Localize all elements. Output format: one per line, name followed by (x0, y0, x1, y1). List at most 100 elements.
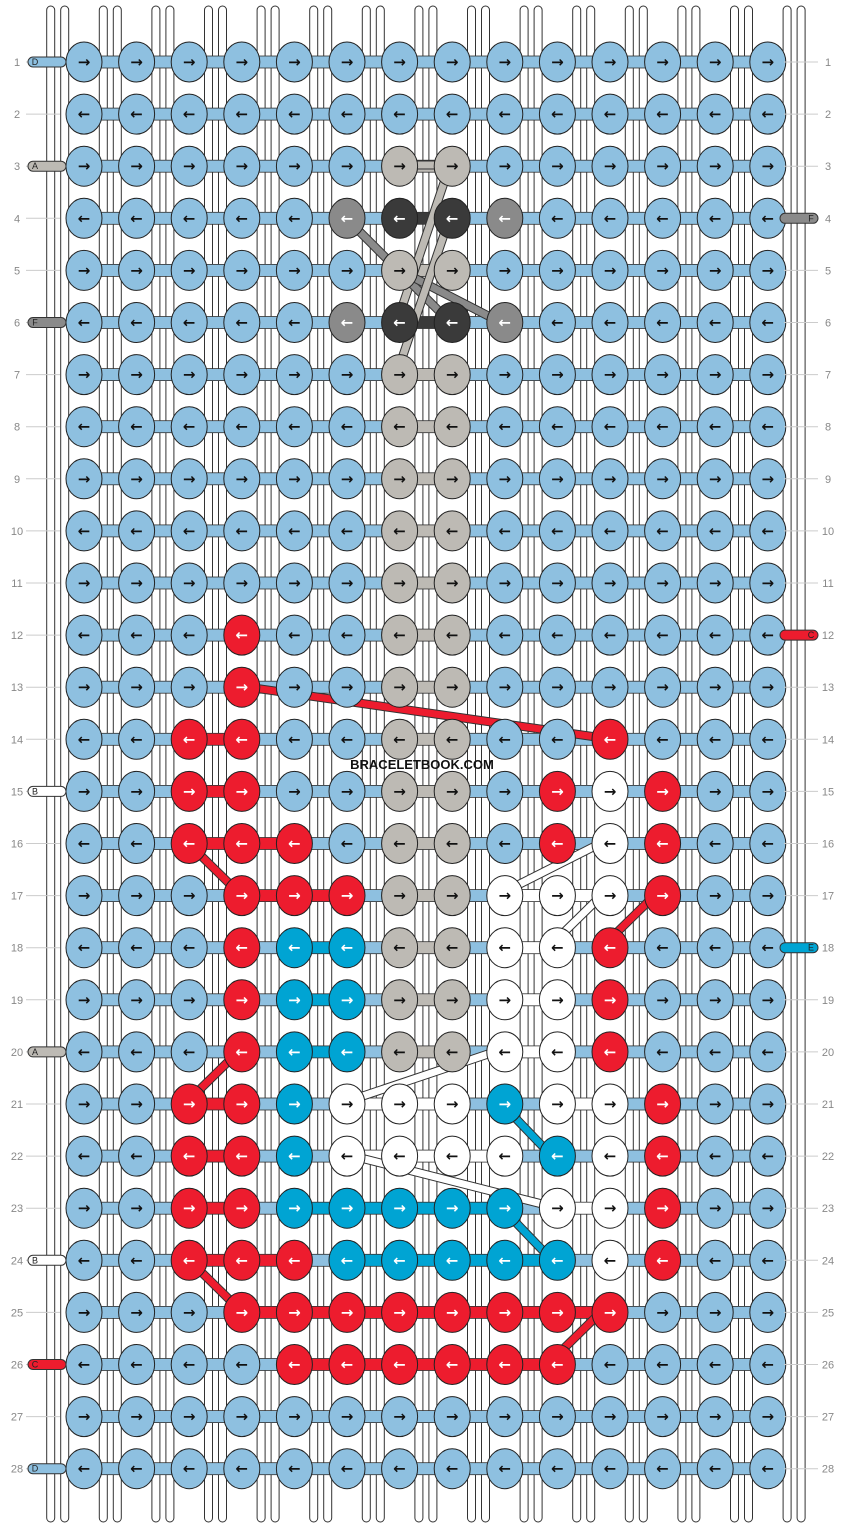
knot: → (275, 979, 313, 1021)
knot-oval (118, 823, 156, 864)
knot-arrow-icon: → (604, 782, 617, 800)
knot-arrow-icon: ← (341, 209, 354, 227)
knot: → (381, 875, 419, 917)
knot-oval (696, 1187, 734, 1229)
knot: → (170, 875, 208, 917)
knot-arrow-icon: ← (341, 730, 354, 748)
vertical-string (256, 5, 266, 1523)
knot-oval (170, 614, 208, 656)
row-number-right: 11 (822, 578, 833, 590)
knot: → (538, 458, 576, 500)
knot-oval (275, 1187, 313, 1229)
knot-oval (65, 927, 103, 969)
knot-arrow-icon: → (604, 991, 617, 1009)
knot-arrow-icon: ← (183, 626, 196, 644)
knot-arrow-icon: ← (656, 522, 669, 540)
knot: ← (644, 1448, 682, 1490)
knot: → (381, 562, 419, 604)
knot-oval (644, 197, 682, 239)
knot-arrow-icon: ← (551, 1251, 564, 1269)
knot-oval (696, 979, 734, 1021)
knot-arrow-icon: → (709, 157, 722, 175)
knot-arrow-icon: ← (236, 418, 249, 436)
knot-arrow-icon: → (656, 366, 669, 384)
knot: ← (486, 93, 524, 135)
knot-arrow-icon: ← (762, 730, 775, 748)
knot: ← (381, 406, 419, 448)
knot-oval (118, 927, 156, 969)
knot-oval (170, 1031, 208, 1073)
knot-oval (65, 979, 103, 1021)
knot-oval (223, 1187, 261, 1229)
knot: ← (538, 1031, 576, 1073)
knot-oval (223, 1239, 261, 1281)
knot-arrow-icon: ← (183, 835, 196, 853)
knot: ← (433, 614, 471, 656)
knot-arrow-icon: ← (130, 209, 143, 227)
knot-oval (538, 718, 576, 760)
row-number-right: 12 (822, 630, 834, 642)
knot-oval (644, 1396, 682, 1438)
knot: → (749, 1083, 787, 1125)
vertical-string (730, 5, 739, 1523)
knot-arrow-icon: ← (288, 1147, 301, 1165)
knot-arrow-icon: ← (130, 939, 143, 957)
knot-oval (328, 145, 366, 187)
knot-oval (644, 718, 682, 760)
vertical-string (572, 5, 582, 1523)
knot: → (275, 41, 313, 83)
knot-arrow-icon: → (130, 574, 143, 592)
knot-oval (275, 354, 313, 396)
knot: → (170, 1291, 208, 1333)
knot: ← (433, 823, 471, 864)
knot: ← (381, 718, 419, 760)
knot-oval (433, 41, 471, 83)
thread-end-letter: B (32, 786, 38, 796)
knot: ← (275, 718, 313, 760)
knot: ← (275, 197, 313, 239)
knot: → (65, 562, 103, 604)
row-number-left: 21 (11, 1099, 23, 1111)
knot: → (275, 875, 313, 917)
knot-arrow-icon: → (446, 1095, 459, 1113)
knot-arrow-icon: ← (236, 314, 249, 332)
knot-oval (328, 666, 366, 708)
knot: → (591, 458, 629, 500)
knot-oval (65, 249, 103, 291)
knot-arrow-icon: ← (393, 1043, 406, 1061)
knot: ← (223, 927, 261, 969)
knot: ← (65, 1239, 103, 1281)
knot: ← (433, 1135, 471, 1177)
knot-oval (591, 249, 629, 291)
knot: ← (696, 718, 734, 760)
row-number-right: 26 (822, 1360, 834, 1372)
knot-oval (223, 1291, 261, 1333)
knot: ← (223, 93, 261, 135)
knot: → (223, 145, 261, 187)
knot-oval (644, 1448, 682, 1490)
knot: ← (170, 1031, 208, 1073)
knot-oval (696, 354, 734, 396)
knot-arrow-icon: ← (393, 730, 406, 748)
knot-oval (591, 1135, 629, 1177)
knot-arrow-icon: ← (446, 418, 459, 436)
knot-oval (486, 197, 524, 239)
knot: → (170, 1083, 208, 1125)
knot-oval (118, 510, 156, 552)
knot-arrow-icon: → (604, 1408, 617, 1426)
knot: → (65, 1083, 103, 1125)
knot-arrow-icon: → (551, 53, 564, 71)
knot-arrow-icon: ← (604, 1147, 617, 1165)
knot: ← (749, 1031, 787, 1073)
knot: → (328, 41, 366, 83)
vertical-string (46, 5, 56, 1523)
knot: ← (328, 718, 366, 760)
knot: → (696, 979, 734, 1021)
vertical-string (375, 5, 385, 1523)
knot-oval (65, 718, 103, 760)
knot: → (118, 354, 156, 396)
knot-oval (170, 1396, 208, 1438)
knot: ← (118, 1344, 156, 1385)
knot-oval (644, 979, 682, 1021)
knot: ← (433, 927, 471, 969)
